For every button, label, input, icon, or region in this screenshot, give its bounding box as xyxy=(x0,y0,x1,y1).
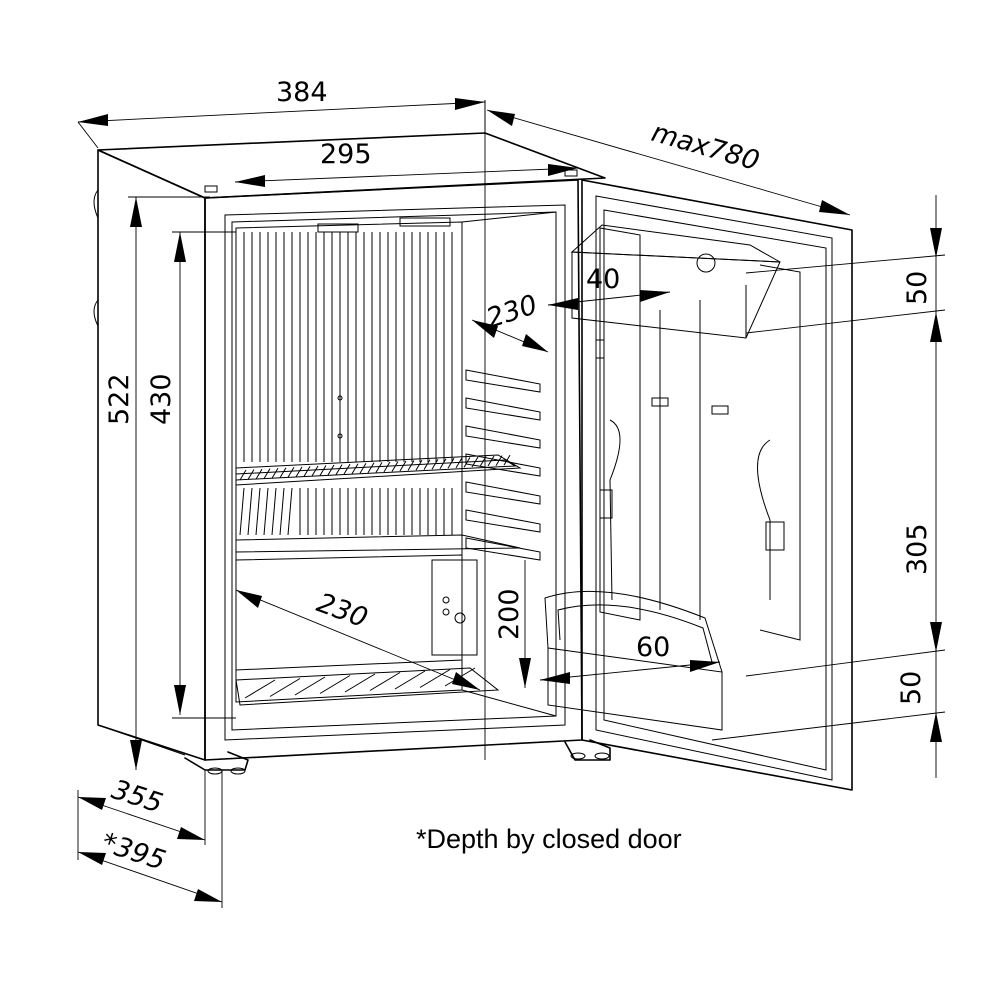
door-bin-top[interactable] xyxy=(570,224,781,339)
label-lower-height: 200 xyxy=(494,588,525,640)
label-width-inner: 295 xyxy=(320,139,372,170)
label-height-inner: 430 xyxy=(146,373,177,425)
cabinet-body xyxy=(93,132,611,775)
control-panel-icon xyxy=(442,596,466,624)
dimension-labels: 384 295 max780 522 430 230 230 200 40 60… xyxy=(98,77,933,877)
label-depth-inner: 355 xyxy=(108,774,167,819)
label-height-outer: 522 xyxy=(104,373,135,425)
interior-liner xyxy=(235,211,557,717)
door-bin-bottom[interactable] xyxy=(544,590,723,731)
footnote: *Depth by closed door xyxy=(416,824,682,854)
back-panel-ribs xyxy=(239,232,453,536)
label-bin-bottom-depth: 60 xyxy=(636,632,670,663)
door[interactable] xyxy=(581,179,853,791)
label-bottom-depth: 230 xyxy=(313,587,372,634)
shelf-supports xyxy=(465,369,541,561)
label-bin-top-depth: 40 xyxy=(586,264,620,295)
dimension-arrows xyxy=(78,98,942,902)
label-depth-max: max780 xyxy=(648,117,763,177)
label-bin-bottom-height: 50 xyxy=(896,671,927,705)
label-door-spacing: 305 xyxy=(902,523,933,575)
bottom-rack[interactable] xyxy=(235,667,500,706)
label-bin-top-height: 50 xyxy=(902,271,933,305)
label-depth-closed: *395 xyxy=(98,827,169,877)
label-width-outer: 384 xyxy=(276,77,328,108)
wire-shelf[interactable] xyxy=(235,454,522,486)
label-shelf-depth: 230 xyxy=(483,289,542,334)
dimension-lines xyxy=(77,100,946,908)
